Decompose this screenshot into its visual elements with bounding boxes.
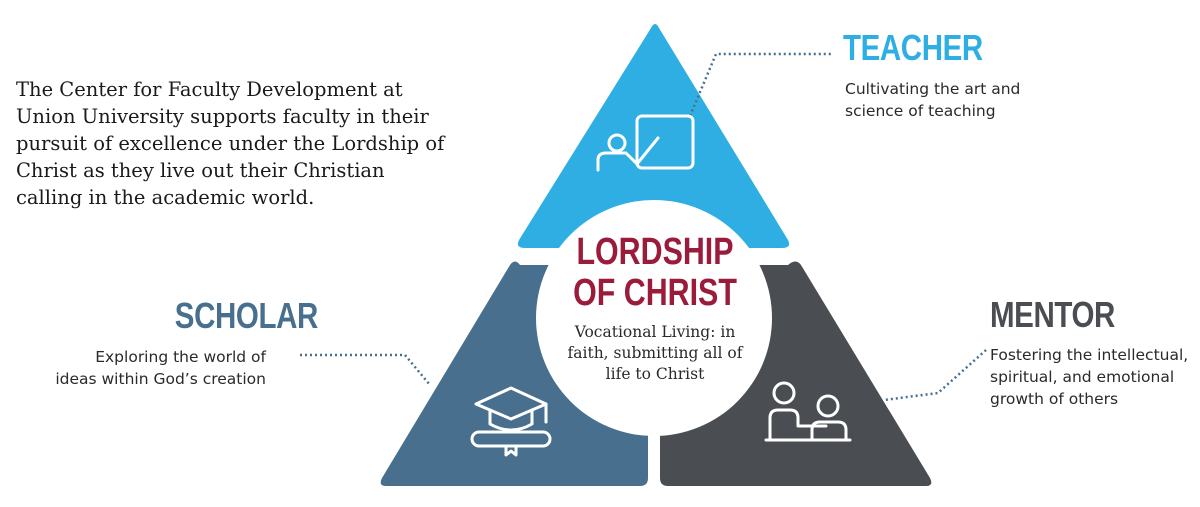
center-circle [536,200,772,436]
center-label: LORDSHIP OF CHRIST Vocational Living: in… [530,232,780,385]
intro-paragraph: The Center for Faculty Development at Un… [16,78,445,209]
mentor-description: Fostering the intellectual, spiritual, a… [990,346,1189,408]
teacher-segment [517,24,790,248]
teacher-whiteboard-icon [596,114,695,172]
scholar-connector [300,353,431,386]
center-subtitle: Vocational Living: in faith, submitting … [567,323,743,383]
mentor-connector [883,349,987,402]
teacher-title: TEACHER [843,27,983,68]
scholar-title: SCHOLAR [174,295,319,336]
center-title-line2: OF CHRIST [573,272,737,314]
graduation-cap-diploma-icon [470,386,552,457]
teacher-description: Cultivating the art and science of teach… [845,80,1021,120]
teacher-connector [688,52,832,117]
center-title-line1: LORDSHIP [576,231,734,273]
scholar-description: Exploring the world of ideas within God’… [55,348,266,388]
mentor-title: MENTOR [990,294,1115,335]
mentor-people-icon [764,381,852,442]
